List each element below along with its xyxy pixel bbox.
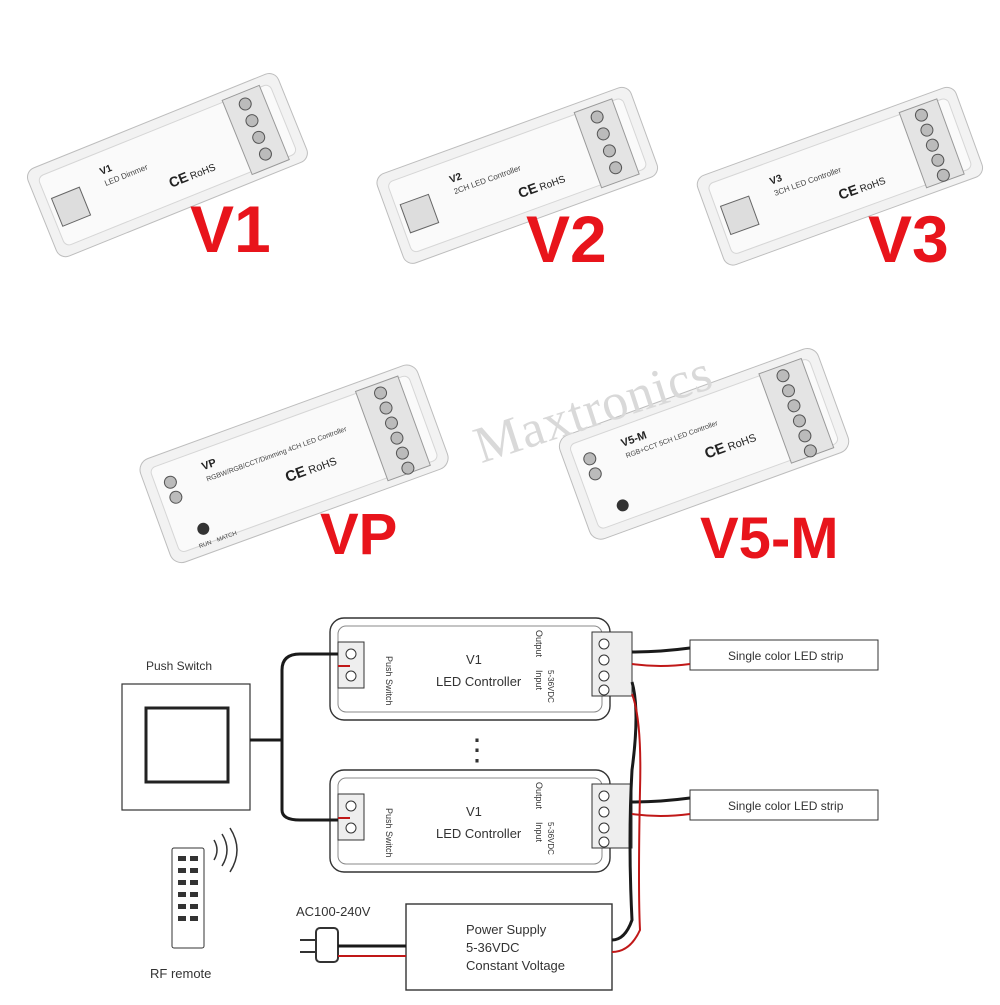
wiring-diagram: Push Switch RF remote Push Switch V1 LED… bbox=[0, 590, 1000, 1000]
ce-mark: CE bbox=[836, 181, 860, 203]
run-text: RUN bbox=[198, 540, 212, 550]
input-text: Input bbox=[534, 670, 544, 691]
ellipsis: ⋮ bbox=[462, 734, 492, 767]
ac-label: AC100-240V bbox=[296, 904, 371, 919]
controller-1 bbox=[329, 617, 611, 721]
v1-model-text: V1 bbox=[98, 163, 114, 178]
push-switch-port-text: Push Switch bbox=[384, 808, 394, 858]
product-v1: V1 LED Dimmer CE RoHS bbox=[10, 40, 310, 270]
push-switch-port-text: Push Switch bbox=[384, 656, 394, 706]
ce-mark: CE bbox=[516, 179, 540, 201]
v3-model-text: V3 bbox=[768, 173, 784, 188]
product-vp: VP RGBW/RGB/CCT/Dimming 4CH LED Controll… bbox=[130, 330, 450, 590]
controller-1-desc: LED Controller bbox=[436, 674, 522, 689]
push-switch-button bbox=[144, 706, 230, 784]
output-text: Output bbox=[534, 630, 544, 658]
psu-line-2: 5-36VDC bbox=[466, 940, 519, 955]
ce-mark: CE bbox=[283, 463, 308, 486]
v2-model-text: V2 bbox=[448, 171, 464, 186]
psu-line-1: Power Supply bbox=[466, 922, 547, 937]
ce-mark: CE bbox=[702, 439, 727, 462]
ce-mark: CE bbox=[166, 168, 190, 190]
product-v2: V2 2CH LED Controller CE RoHS bbox=[360, 60, 660, 280]
rf-remote-label: RF remote bbox=[150, 966, 211, 981]
controller-1-name: V1 bbox=[466, 652, 482, 667]
led-strip-1-label: Single color LED strip bbox=[728, 649, 844, 663]
led-strip-1 bbox=[689, 639, 879, 671]
controller-2-desc: LED Controller bbox=[436, 826, 522, 841]
push-switch-label: Push Switch bbox=[146, 659, 212, 673]
vp-model-text: VP bbox=[200, 457, 218, 473]
label-vp: VP bbox=[320, 502, 398, 567]
input-voltage-text: 5-36VDC bbox=[546, 670, 555, 703]
output-text: Output bbox=[534, 782, 544, 810]
label-v5m: V5-M bbox=[700, 506, 839, 571]
psu-line-3: Constant Voltage bbox=[466, 958, 565, 973]
input-text: Input bbox=[534, 822, 544, 843]
label-v3: V3 bbox=[868, 202, 949, 276]
controller-2-name: V1 bbox=[466, 804, 482, 819]
led-strip-2-label: Single color LED strip bbox=[728, 799, 844, 813]
label-v2: V2 bbox=[526, 202, 607, 276]
ac-plug-icon bbox=[315, 927, 339, 963]
product-v3: V3 3CH LED Controller CE RoHS bbox=[680, 60, 990, 280]
label-v1: V1 bbox=[190, 192, 271, 266]
led-strip-2 bbox=[689, 789, 879, 821]
rf-remote-icon bbox=[171, 847, 205, 949]
controller-2 bbox=[329, 769, 611, 873]
power-supply bbox=[405, 903, 613, 991]
product-v5m: V5-M RGB+CCT 5CH LED Controller CE RoHS bbox=[550, 320, 850, 560]
signal-waves-icon bbox=[213, 827, 238, 873]
input-voltage-text: 5-36VDC bbox=[546, 822, 555, 855]
